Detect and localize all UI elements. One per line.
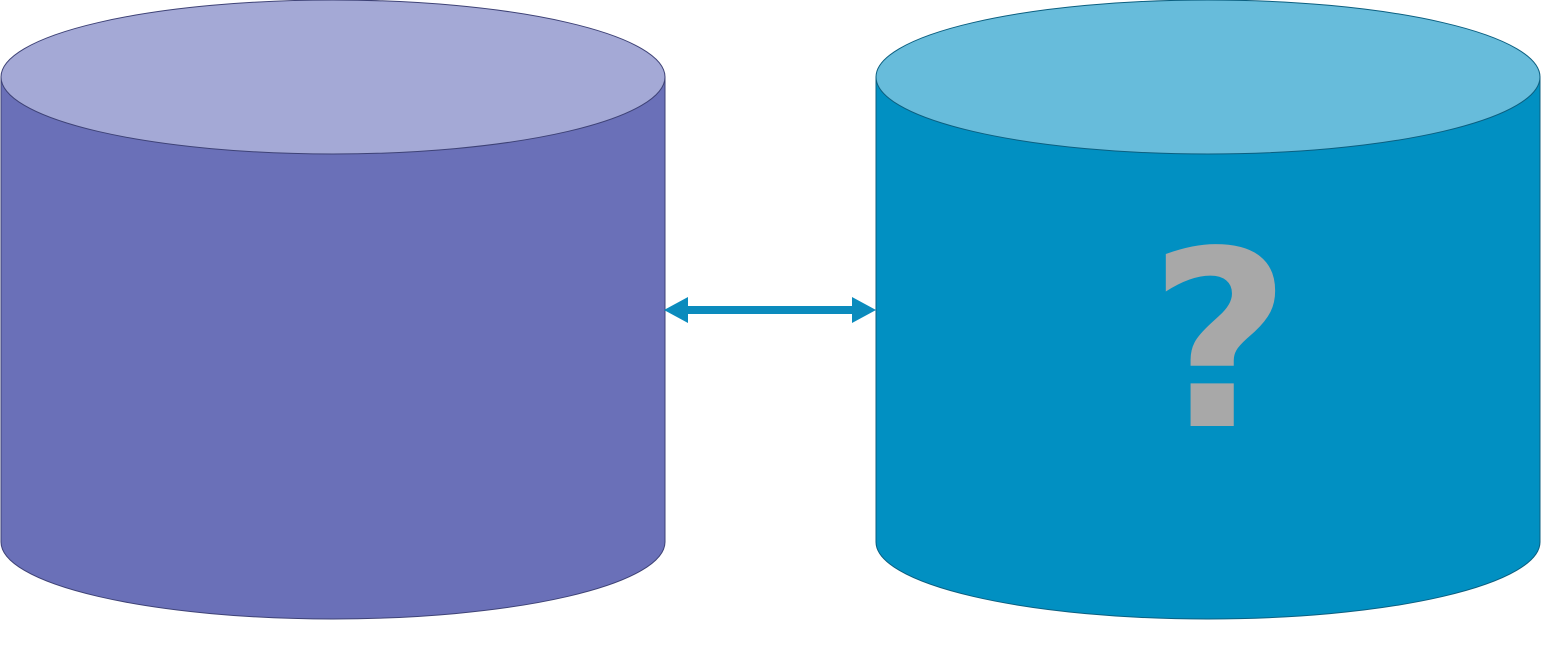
bidirectional-arrow xyxy=(664,297,876,323)
question-mark-label: ? xyxy=(1149,199,1291,484)
left-database-cylinder xyxy=(0,0,666,620)
arrow-head-right-icon xyxy=(852,297,876,323)
arrow-head-left-icon xyxy=(664,297,688,323)
right-database-body xyxy=(875,76,1541,620)
left-database-top xyxy=(0,0,666,155)
left-database-body xyxy=(0,76,666,620)
right-database-top xyxy=(875,0,1541,155)
arrow-shaft xyxy=(686,306,854,314)
right-database-cylinder: ? xyxy=(875,0,1541,620)
